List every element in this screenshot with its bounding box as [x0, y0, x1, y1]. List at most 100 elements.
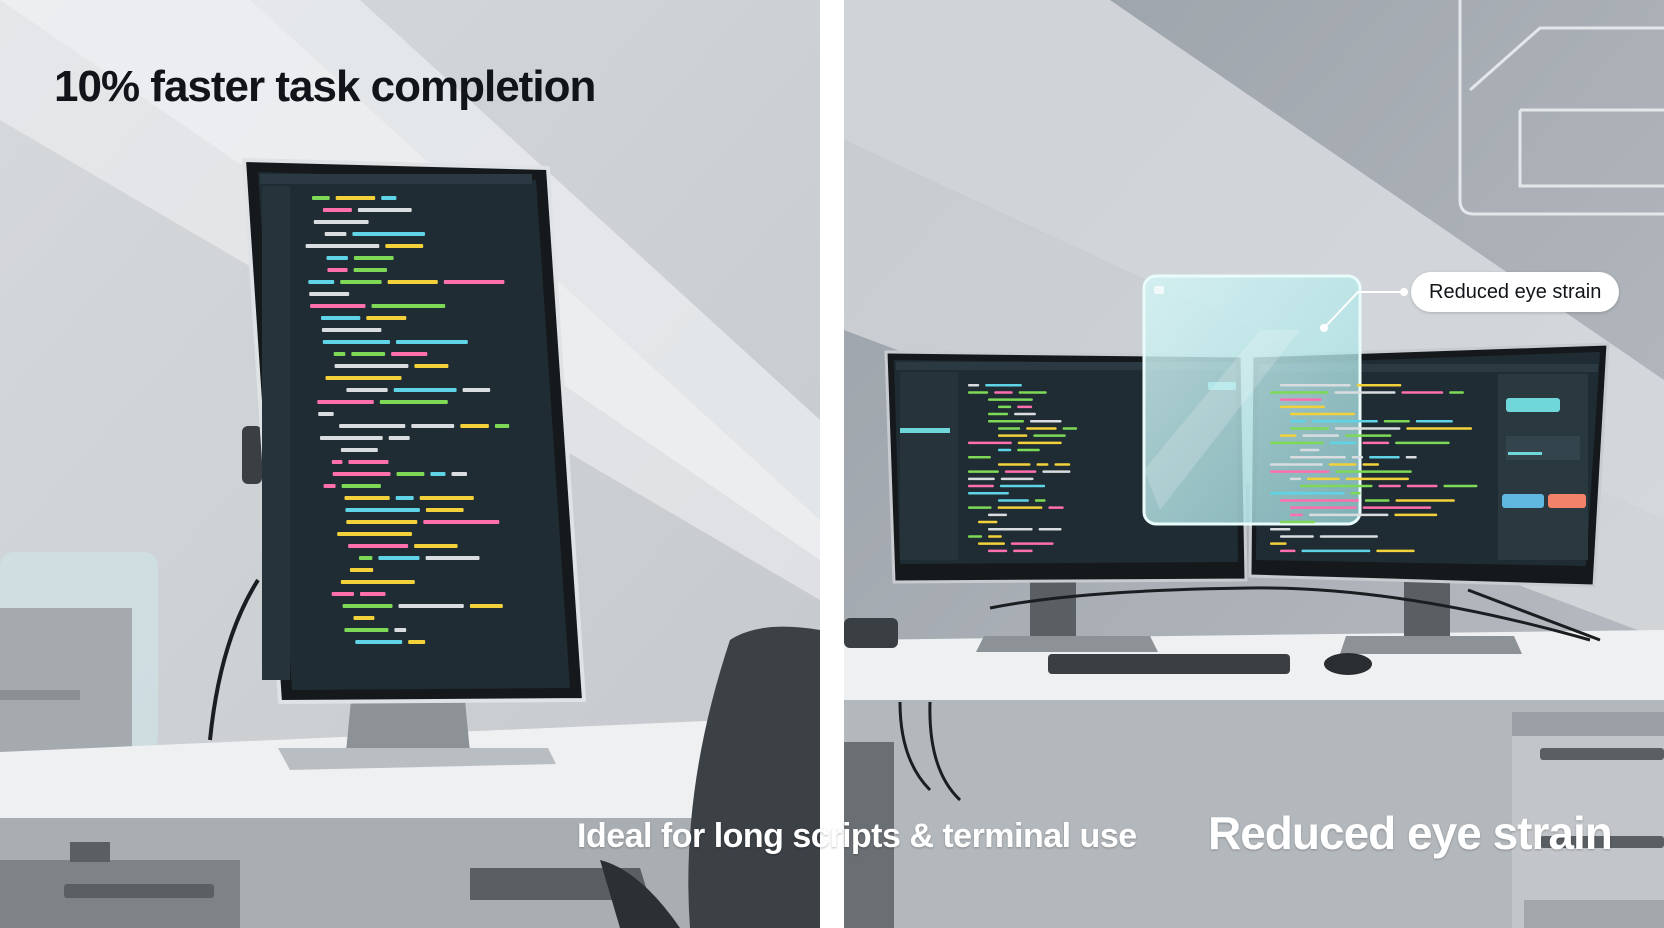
mouse — [1324, 653, 1372, 675]
code-line — [1280, 384, 1351, 387]
code-line — [317, 400, 374, 404]
callout-badge: Reduced eye strain — [1411, 272, 1620, 312]
code-line — [988, 420, 1024, 423]
code-line — [396, 340, 468, 344]
code-line — [325, 376, 402, 380]
code-line — [1350, 492, 1361, 495]
code-line — [396, 472, 425, 476]
code-line — [1309, 513, 1389, 517]
code-line — [387, 280, 438, 284]
code-line — [346, 388, 388, 392]
code-line — [1307, 477, 1340, 481]
code-line — [988, 549, 1008, 553]
code-line — [309, 292, 350, 296]
code-line — [1270, 441, 1324, 445]
code-line — [1048, 506, 1064, 509]
code-line — [1280, 434, 1297, 437]
code-line — [988, 412, 1009, 416]
code-line — [1406, 427, 1472, 430]
code-line — [1405, 456, 1417, 459]
code-line — [1270, 492, 1345, 495]
code-line — [1362, 441, 1390, 445]
code-line — [1328, 463, 1357, 466]
code-line — [348, 544, 409, 548]
code-line — [998, 405, 1012, 409]
code-line — [1280, 520, 1316, 524]
code-line — [1034, 499, 1046, 502]
code-line — [348, 460, 389, 464]
code-line — [1301, 549, 1371, 553]
code-lines — [305, 196, 1478, 644]
code-line — [968, 456, 991, 459]
code-line — [335, 196, 376, 200]
code-line — [1000, 477, 1034, 481]
code-line — [353, 268, 387, 272]
code-line — [411, 424, 455, 428]
code-line — [1270, 463, 1323, 466]
code-line — [968, 391, 989, 394]
code-line — [322, 208, 352, 212]
code-line — [1280, 535, 1314, 538]
code-line — [1290, 420, 1306, 423]
code-line — [998, 427, 1021, 430]
code-line — [998, 434, 1028, 437]
code-line — [1280, 405, 1325, 409]
code-line — [342, 604, 393, 608]
code-line — [394, 628, 407, 632]
code-line — [423, 520, 500, 524]
code-line — [381, 196, 397, 200]
code-line — [1415, 420, 1453, 423]
code-line — [1449, 391, 1464, 394]
code-line — [998, 463, 1031, 466]
code-line — [999, 484, 1046, 488]
code-line — [322, 340, 390, 344]
code-line — [345, 508, 420, 512]
code-line — [344, 496, 390, 500]
code-line — [341, 484, 381, 488]
code-line — [318, 412, 334, 416]
code-line — [327, 268, 348, 272]
code-line — [305, 244, 380, 248]
code-line — [398, 604, 464, 608]
code-line — [310, 304, 366, 308]
code-line — [988, 513, 1007, 517]
code-line — [1042, 470, 1071, 473]
code-line — [1443, 484, 1478, 488]
code-line — [1004, 470, 1037, 473]
code-line — [1054, 463, 1071, 466]
code-line — [1270, 528, 1291, 531]
code-line — [451, 472, 467, 476]
code-line — [968, 441, 1012, 445]
code-line — [331, 592, 354, 596]
code-line — [371, 304, 446, 308]
code-line — [968, 384, 980, 387]
code-line — [968, 484, 994, 488]
code-line — [1017, 405, 1033, 409]
code-line — [414, 544, 458, 548]
code-line — [1026, 427, 1057, 430]
code-line — [339, 424, 406, 428]
panel-divider — [820, 0, 844, 928]
code-line — [408, 640, 426, 644]
code-line — [1290, 513, 1303, 517]
code-line — [353, 256, 394, 260]
code-line — [344, 628, 389, 632]
code-line — [419, 496, 474, 500]
code-line — [425, 508, 464, 512]
code-line — [1062, 427, 1078, 430]
code-line — [997, 506, 1043, 509]
code-line — [1300, 448, 1320, 452]
code-line — [1362, 506, 1432, 509]
code-line — [332, 472, 391, 476]
code-line — [469, 604, 503, 608]
code-line — [308, 280, 335, 284]
code-line — [357, 208, 412, 212]
code-line — [968, 477, 995, 481]
code-line — [340, 448, 378, 452]
code-line — [998, 499, 1029, 502]
code-line — [1395, 499, 1455, 502]
code-line — [988, 398, 1033, 401]
caption-left: Ideal for long scripts & terminal use — [577, 817, 1137, 855]
